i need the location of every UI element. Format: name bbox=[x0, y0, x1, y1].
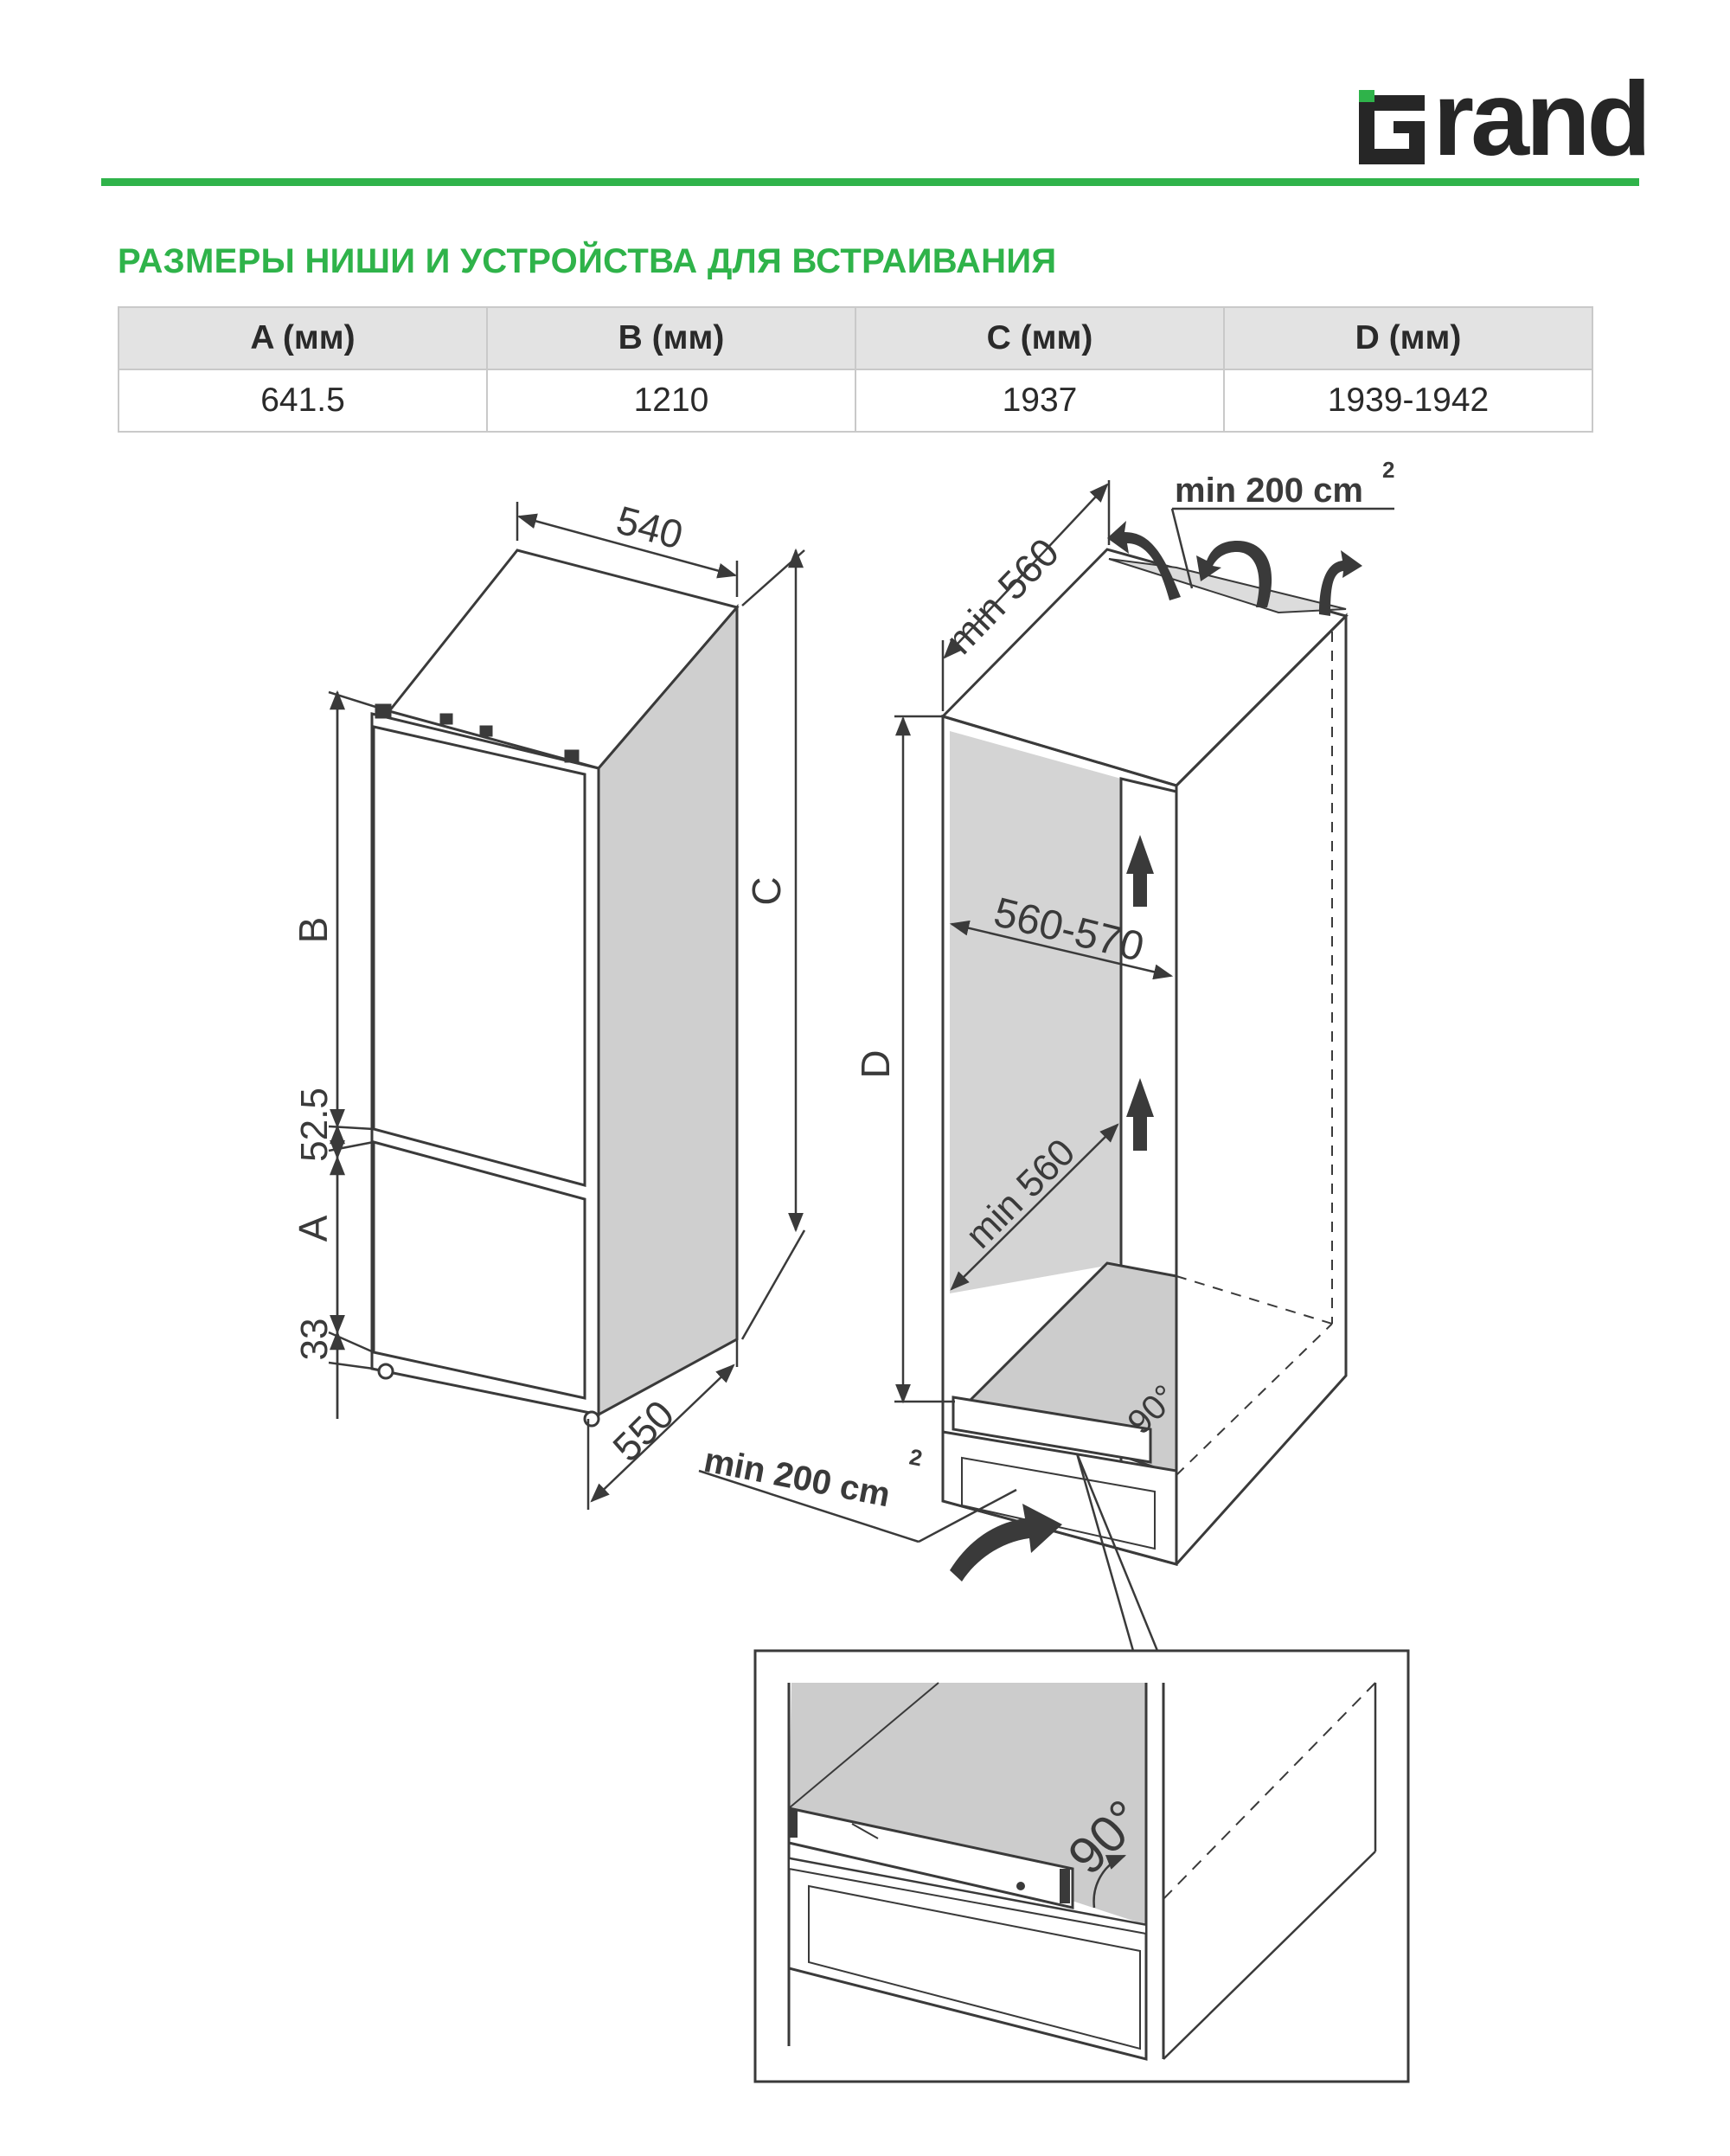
detail-box bbox=[753, 1649, 1410, 2083]
fridge-gap-label: 52.5 bbox=[293, 1088, 336, 1162]
fridge-dimensions bbox=[328, 502, 806, 1510]
airflow-curved-arrow-icon bbox=[1319, 550, 1362, 616]
logo-g-mark bbox=[1358, 90, 1425, 164]
table-value-a: 641.5 bbox=[118, 369, 488, 433]
logo-text: rand bbox=[1432, 60, 1651, 177]
hinge-icon bbox=[564, 749, 580, 763]
table-value-c: 1937 bbox=[855, 369, 1225, 433]
table-header-b: B (мм) bbox=[486, 306, 856, 370]
table-header-a: A (мм) bbox=[118, 306, 488, 370]
table-value-d: 1939-1942 bbox=[1223, 369, 1593, 433]
fridge-width-label: 540 bbox=[612, 497, 688, 557]
brand-logo: rand bbox=[1352, 66, 1651, 171]
airflow-up-icon bbox=[1126, 1078, 1154, 1151]
hinge-icon bbox=[439, 713, 453, 725]
fridge-drawing bbox=[370, 549, 740, 1428]
table-value-b: 1210 bbox=[486, 369, 856, 433]
header-rule bbox=[101, 178, 1639, 186]
airflow-inlet-arrow-icon bbox=[950, 1504, 1062, 1582]
fridge-lower-label: A bbox=[291, 1215, 336, 1242]
table-header-row: A (мм) B (мм) C (мм) D (мм) bbox=[118, 306, 1593, 370]
fridge-upper-door bbox=[372, 725, 586, 1187]
airflow-top-arrows bbox=[1107, 521, 1362, 616]
dimensions-table: A (мм) B (мм) C (мм) D (мм) 641.5 1210 1… bbox=[118, 306, 1593, 433]
fridge-foot bbox=[583, 1410, 600, 1428]
vent-bottom-sup: 2 bbox=[907, 1443, 925, 1471]
table-header-d: D (мм) bbox=[1223, 306, 1593, 370]
table-row: 641.5 1210 1937 1939-1942 bbox=[118, 369, 1593, 433]
section-title: РАЗМЕРЫ НИШИ И УСТРОЙСТВА ДЛЯ ВСТРАИВАНИ… bbox=[118, 242, 1057, 280]
table-header-c: C (мм) bbox=[855, 306, 1225, 370]
airflow-up-icon bbox=[1126, 835, 1154, 907]
airflow-curved-arrow-icon bbox=[1196, 541, 1272, 607]
hinge-icon bbox=[479, 725, 493, 737]
fridge-base-label: 33 bbox=[293, 1319, 336, 1361]
airflow-curved-arrow-icon bbox=[1107, 521, 1181, 600]
niche-dimensions bbox=[698, 480, 1394, 1652]
fridge-upper-label: B bbox=[291, 917, 336, 944]
fridge-height-label: C bbox=[744, 876, 789, 905]
vent-top-label: min 200 cm bbox=[1175, 472, 1363, 510]
fridge-foot bbox=[377, 1363, 394, 1380]
vent-top-sup: 2 bbox=[1382, 457, 1394, 483]
fridge-lower-door bbox=[372, 1140, 586, 1400]
niche-height-label: D bbox=[853, 1049, 898, 1078]
